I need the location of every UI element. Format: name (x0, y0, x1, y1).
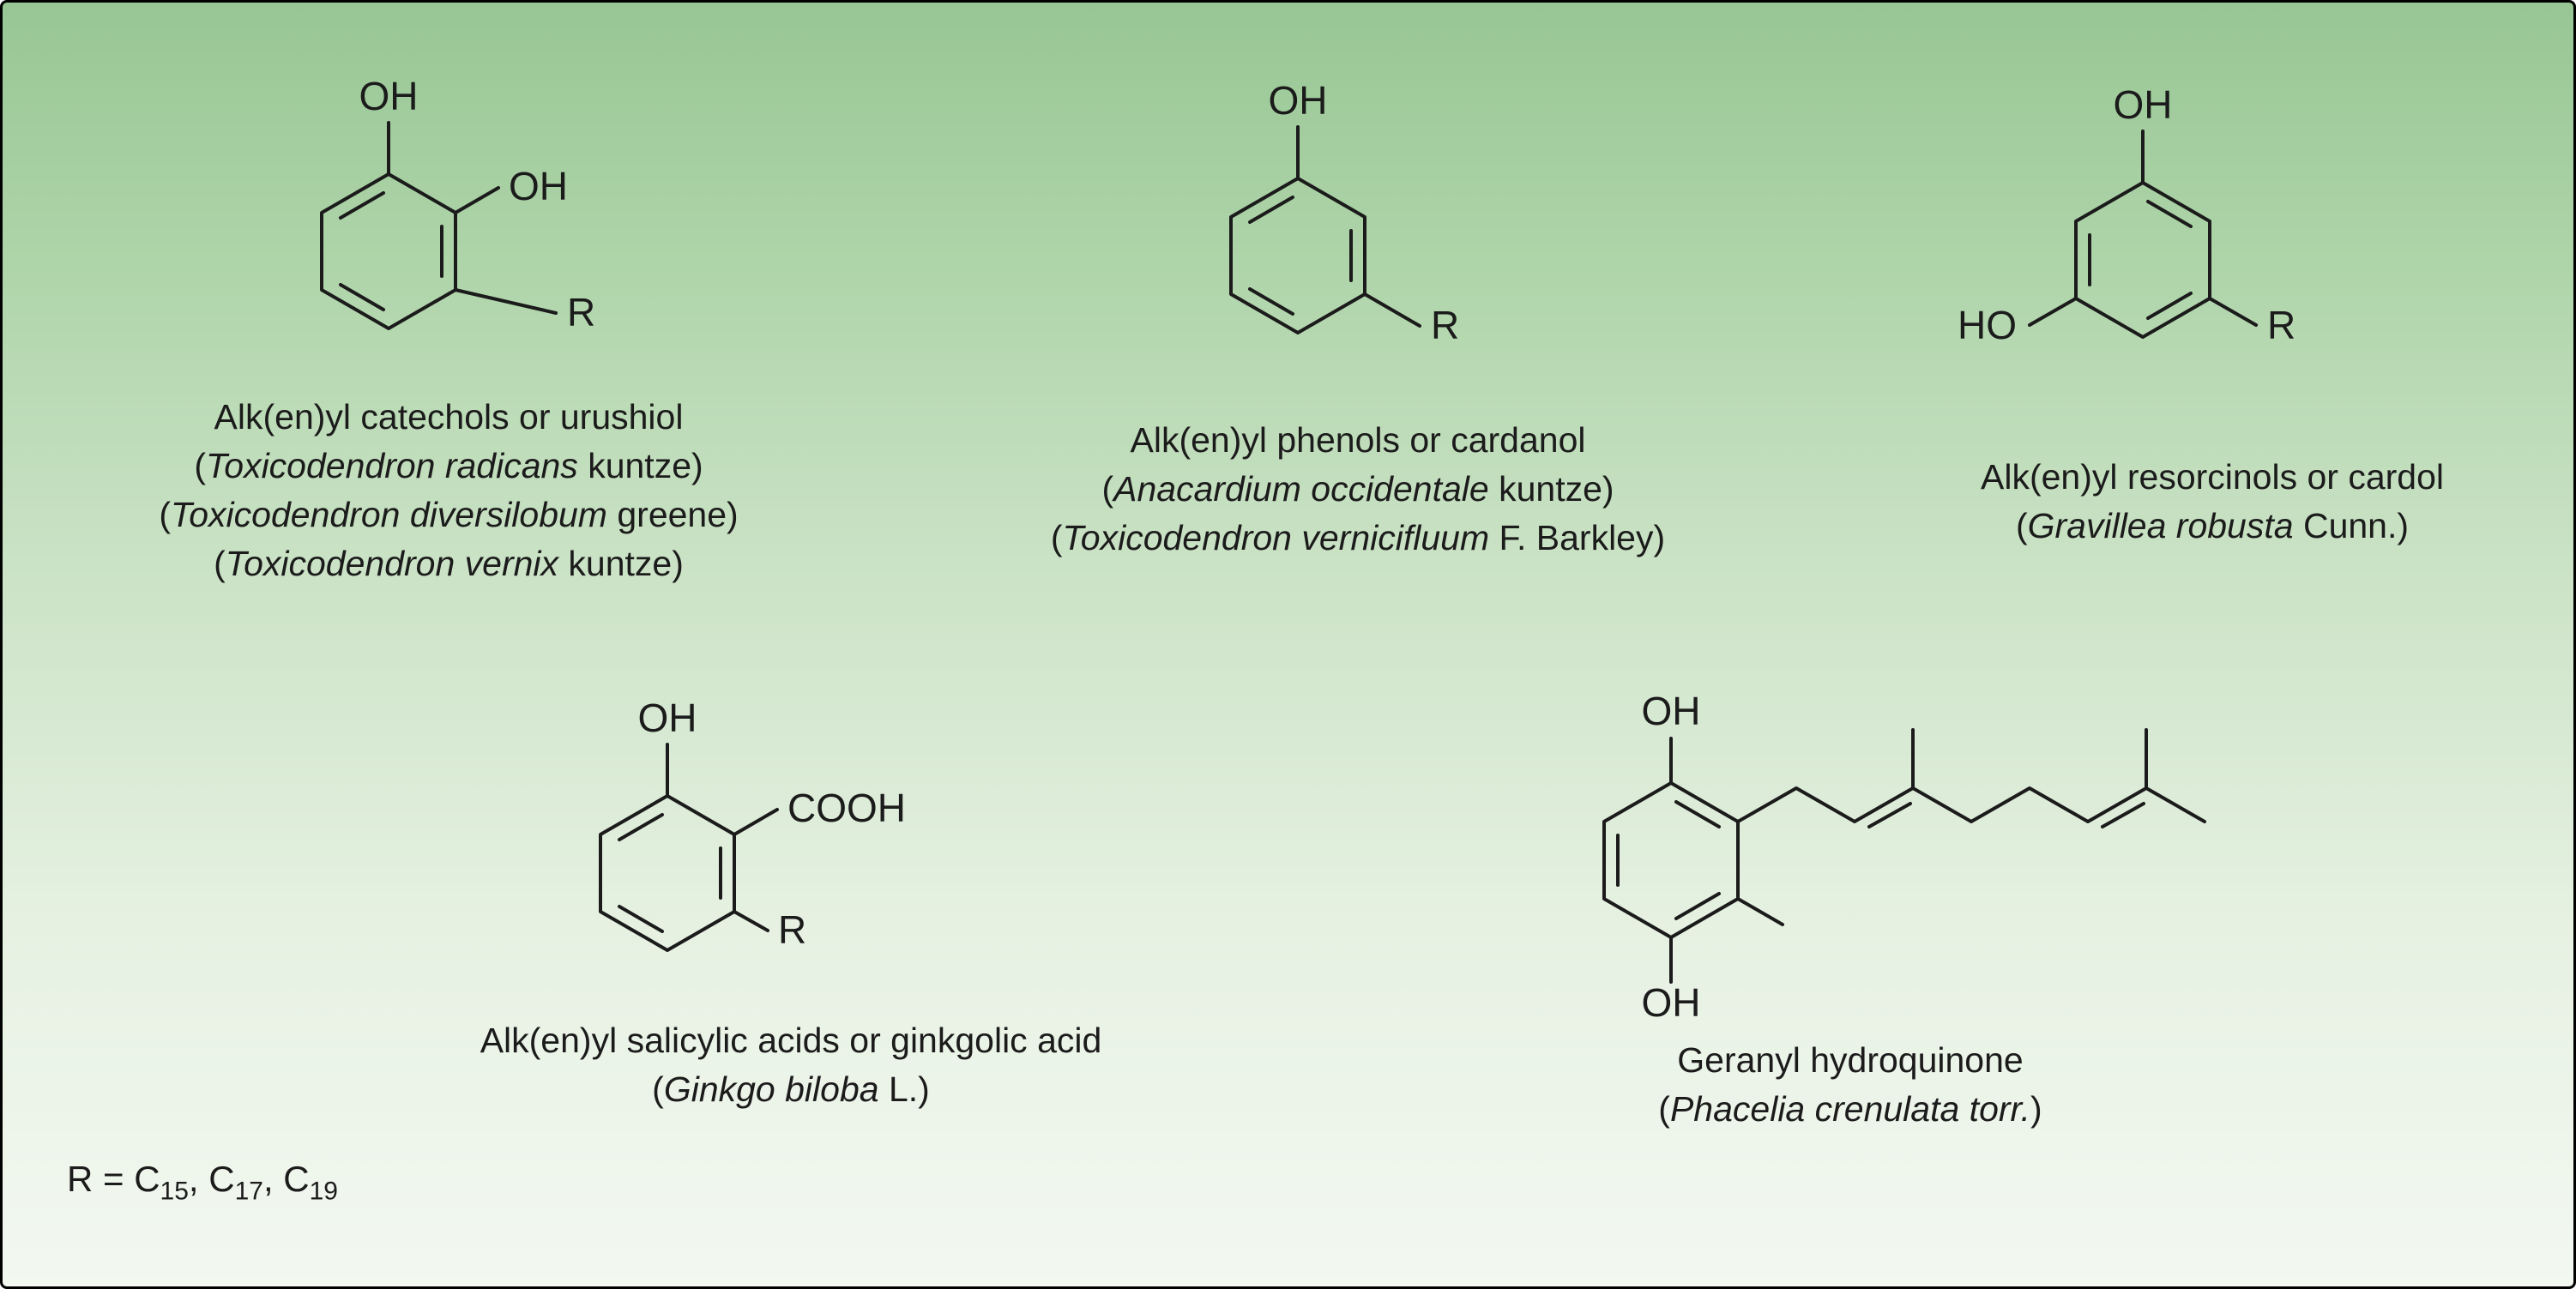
double-bond (618, 813, 664, 841)
paren-open: ( (2015, 506, 2028, 545)
species-name: Toxicodendron vernix (225, 544, 559, 583)
paren-open: ( (1658, 1089, 1670, 1129)
salicylic-acid-structure: OH COOH R (371, 672, 1058, 1087)
species-authority: Cunn.) (2293, 506, 2410, 545)
compound-name: Alk(en)yl resorcinols or cardol (1980, 457, 2445, 497)
r-group-bond (1363, 292, 1421, 328)
catechol-caption: Alk(en)yl catechols or urushiol (Toxicod… (159, 393, 738, 588)
species-line: (Anacardium occidentale kuntze) (1051, 465, 1665, 514)
species-name: Toxicodendron radicans (205, 446, 578, 485)
catechol-skeleton: OH OH R (320, 74, 595, 334)
r-label: R (778, 907, 806, 952)
species-name: Toxicodendron vernicifluum (1062, 518, 1490, 557)
species-line: (Ginkgo biloba L.) (480, 1065, 1102, 1114)
oh-label: OH (1642, 689, 1701, 733)
paren-open: ( (1101, 469, 1114, 509)
hydroxyl-bond (454, 186, 500, 214)
r-legend-text: , C (188, 1159, 235, 1199)
chain-double-bond (1867, 802, 1912, 828)
paren-open: ( (194, 446, 206, 485)
species-authority: ) (2030, 1089, 2042, 1129)
benzene-ring (1229, 177, 1366, 334)
compound-name: Alk(en)yl phenols or cardanol (1130, 420, 1586, 460)
double-bond (339, 191, 385, 220)
benzene-ring (320, 172, 457, 330)
phenol-caption: Alk(en)yl phenols or cardanol (Anacardiu… (1051, 416, 1665, 563)
double-bond (1248, 196, 1294, 224)
r-legend: R = C15, C17, C19 (67, 1159, 338, 1206)
resorcinol-structure: OH HO R (1847, 45, 2533, 461)
paren-open: ( (652, 1069, 664, 1109)
catechol-structure: OH OH R (88, 28, 740, 461)
double-bond (618, 905, 664, 933)
species-line: (Phacelia crenulata torr.) (1658, 1085, 2042, 1134)
carboxyl-bond (733, 808, 779, 836)
oh-label: OH (359, 74, 419, 118)
paren-open: ( (1050, 518, 1063, 557)
benzene-ring (2074, 181, 2211, 339)
oh-label: OH (509, 164, 568, 208)
geranyl-hydroquinone-structure: OH OH (1572, 663, 2344, 1070)
r-legend-subscript: 19 (309, 1177, 338, 1206)
species-name: Phacelia crenulata torr. (1669, 1089, 2031, 1129)
species-line: (Toxicodendron diversilobum greene) (159, 491, 738, 539)
oh-label: OH (2114, 82, 2173, 127)
species-authority: F. Barkley) (1489, 518, 1666, 557)
cooh-label: COOH (787, 786, 906, 830)
geranyl-chain (1736, 786, 2148, 823)
geranyl-hydroquinone-skeleton: OH OH (1602, 689, 2206, 1025)
paren-open: ( (159, 495, 171, 534)
r-legend-text: , C (262, 1159, 310, 1199)
double-bond (1248, 287, 1294, 316)
species-authority: greene) (606, 495, 739, 534)
species-name: Toxicodendron diversilobum (170, 495, 607, 534)
salicylic-acid-caption: Alk(en)yl salicylic acids or ginkgolic a… (480, 1016, 1102, 1114)
oh-label: OH (1642, 980, 1701, 1025)
species-authority: L.) (878, 1069, 930, 1109)
species-authority: kuntze) (558, 544, 684, 583)
benzene-ring (1602, 781, 1740, 939)
double-bond (339, 283, 385, 311)
resorcinol-caption: Alk(en)yl resorcinols or cardol (Gravill… (1981, 453, 2444, 551)
resorcinol-skeleton: OH HO R (1958, 82, 2295, 347)
species-authority: kuntze) (577, 446, 703, 485)
r-group-bond (454, 288, 558, 315)
benzene-ring (599, 794, 736, 952)
r-label: R (2267, 303, 2295, 347)
compound-name: Geranyl hydroquinone (1677, 1040, 2024, 1080)
species-line: (Toxicodendron vernicifluum F. Barkley) (1051, 514, 1665, 563)
paren-open: ( (214, 544, 226, 583)
ho-label: HO (1958, 303, 2017, 347)
methyl-bond (1736, 897, 1784, 926)
species-line: (Toxicodendron radicans kuntze) (159, 442, 738, 491)
compound-name: Alk(en)yl salicylic acids or ginkgolic a… (480, 1021, 1102, 1060)
species-name: Ginkgo biloba (663, 1069, 879, 1109)
r-group-bond (2208, 297, 2258, 327)
compound-name: Alk(en)yl catechols or urushiol (214, 397, 684, 437)
salicylic-acid-skeleton: OH COOH R (599, 696, 906, 952)
geranyl-hydroquinone-caption: Geranyl hydroquinone (Phacelia crenulata… (1658, 1036, 2042, 1134)
r-legend-subscript: 17 (234, 1177, 263, 1206)
r-label: R (567, 290, 595, 334)
double-bond (1674, 892, 1721, 920)
species-name: Anacardium occidentale (1113, 469, 1489, 509)
species-authority: kuntze) (1488, 469, 1614, 509)
methyl-bond (2145, 786, 2206, 823)
oh-label: OH (638, 696, 697, 740)
species-line: (Gravillea robusta Cunn.) (1981, 502, 2444, 551)
oh-label: OH (1269, 78, 1328, 123)
species-line: (Toxicodendron vernix kuntze) (159, 539, 738, 588)
phenol-skeleton: OH R (1229, 78, 1459, 347)
hydroxyl-bond (2028, 297, 2078, 327)
double-bond (2146, 200, 2193, 228)
phenol-structure: OH R (1032, 28, 1632, 461)
chain-double-bond (2101, 802, 2145, 828)
r-label: R (1431, 303, 1459, 347)
double-bond (1674, 800, 1721, 828)
double-bond (2146, 292, 2193, 320)
r-legend-text: R = C (67, 1159, 160, 1199)
species-name: Gravillea robusta (2027, 506, 2294, 545)
r-legend-subscript: 15 (160, 1177, 189, 1206)
r-group-bond (733, 910, 769, 932)
